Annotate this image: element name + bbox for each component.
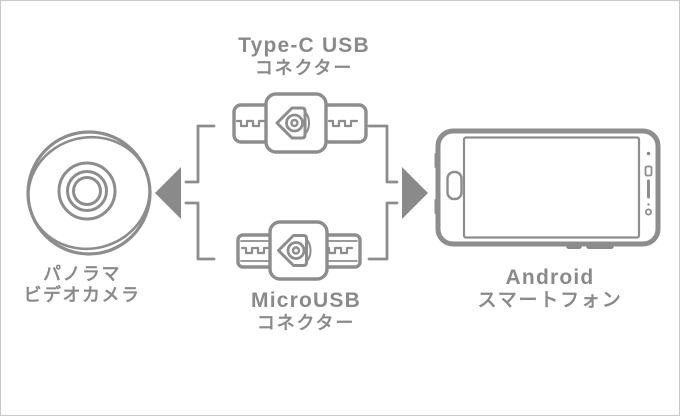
typec-label: Type-C USB コネクター: [209, 34, 399, 79]
typec-label-title: Type-C USB: [238, 34, 370, 57]
microusb-label: MicroUSB コネクター: [211, 289, 401, 334]
typec-label-subtitle: コネクター: [254, 58, 354, 78]
phone-home-button: [446, 170, 463, 201]
microusb-label-subtitle: コネクター: [256, 313, 356, 333]
android-label-line2: スマートフォン: [477, 290, 623, 311]
bracket-right: [367, 124, 399, 261]
typec-connector-icon: [232, 92, 368, 154]
phone-front-camera: [645, 208, 653, 216]
microusb-connector-icon: [236, 220, 362, 281]
android-label-line1: Android: [505, 266, 595, 289]
right-arrow-icon: [402, 167, 428, 219]
left-arrow-icon: [155, 167, 181, 219]
phone-dot: [647, 203, 650, 206]
camera-label: パノラマ ビデオカメラ: [1, 264, 172, 306]
phone-camera-dot: [646, 151, 651, 156]
microusb-label-title: MicroUSB: [251, 289, 361, 312]
android-label: Android スマートフォン: [455, 266, 645, 311]
camera-label-line2: ビデオカメラ: [23, 285, 141, 305]
bracket-left: [184, 124, 216, 261]
phone-body: [435, 128, 661, 247]
android-phone-icon: [434, 128, 661, 249]
camera-label-line1: パノラマ: [43, 264, 121, 284]
panorama-camera-icon: [26, 130, 152, 256]
phone-sensor: [644, 165, 653, 177]
phone-screen: [462, 136, 641, 239]
